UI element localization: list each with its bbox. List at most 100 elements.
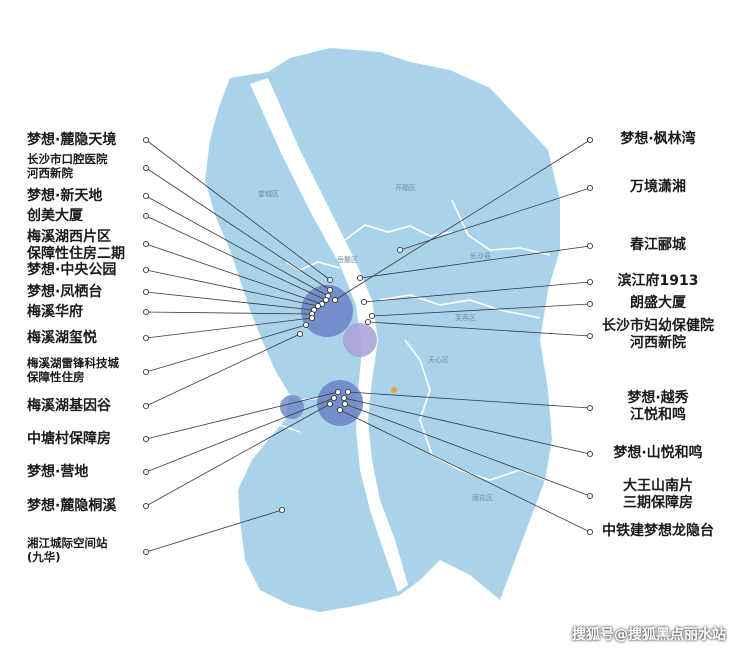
poi-anchor — [308, 314, 316, 322]
leader-line — [145, 269, 319, 307]
poi-label-line: 保障性住房二期 — [27, 245, 125, 262]
poi-label-line: 梦想·山悦和鸣 — [613, 445, 703, 461]
poi-pin — [142, 288, 150, 296]
leader-line — [145, 509, 283, 553]
left-poi-label: 梦想·营地 — [27, 464, 88, 481]
district-kaifu: 开福区 — [395, 183, 416, 192]
leader-line — [145, 167, 331, 291]
poi-label-line: 梦想·新天地 — [27, 187, 103, 204]
poi-anchor — [330, 394, 338, 402]
district-yuelu: 岳麓区 — [337, 255, 358, 264]
poi-anchor — [326, 276, 334, 284]
left-poi-label: 湘江城际空间站(九华) — [27, 536, 108, 565]
district-tianxin: 天心区 — [428, 356, 449, 364]
leader-line — [145, 333, 301, 407]
poi-anchor — [356, 274, 364, 282]
poi-label-line: 三期保障房 — [623, 494, 693, 511]
left-poi-label: 梦想·凤栖台 — [27, 284, 102, 301]
hub-dawangshan — [317, 380, 363, 426]
poi-anchor — [360, 298, 368, 306]
poi-pin — [586, 528, 594, 536]
poi-label-line: 春江郦城 — [630, 237, 686, 253]
poi-anchor — [344, 388, 352, 396]
leader-line — [371, 303, 591, 317]
leader-line — [145, 311, 313, 315]
poi-label-line: 河西新院 — [27, 165, 73, 180]
left-poi-label: 梅溪湖雷锋科技城保障性住房 — [27, 356, 119, 385]
poi-pin — [142, 435, 150, 443]
xiangjiang-river — [250, 78, 408, 592]
poi-pin — [142, 192, 150, 200]
leader-line — [145, 291, 315, 311]
district-boundaries — [251, 199, 551, 481]
poi-label-line: 中铁建梦想龙隐台 — [602, 523, 714, 539]
leader-line — [339, 409, 591, 533]
poi-anchor — [322, 296, 330, 304]
poi-label-line: 梅溪湖基因谷 — [27, 397, 111, 414]
right-poi-label: 中铁建梦想龙隐台 — [596, 523, 720, 540]
poi-pin — [586, 242, 594, 250]
right-poi-label: 万境潇湘 — [596, 179, 720, 196]
leader-line — [145, 397, 335, 473]
left-poi-label: 梦想·麓隐桐溪 — [27, 498, 116, 515]
poi-anchor — [326, 286, 334, 294]
poi-label-line: 梅溪华府 — [27, 303, 83, 320]
poi-anchor — [314, 302, 322, 310]
poi-pin — [586, 278, 594, 286]
right-poi-label: 大王山南片三期保障房 — [596, 478, 720, 512]
poi-label-line: 河西新院 — [630, 334, 686, 351]
poi-label-line: 梦想·中央公园 — [27, 261, 117, 278]
poi-anchor — [368, 312, 376, 320]
poi-label-line: 保障性住房 — [27, 369, 85, 384]
poi-pin — [142, 502, 150, 510]
poi-pin — [142, 240, 150, 248]
leader-line — [145, 215, 327, 301]
right-poi-label: 梦想·枫林湾 — [596, 131, 720, 148]
leader-line — [145, 403, 331, 507]
leader-line — [343, 397, 591, 455]
watermark: 搜狐号@搜狐黑点丽水站 — [572, 627, 726, 643]
district-changsha-county: 长沙县 — [470, 251, 491, 260]
poi-label-line: 梦想·枫林湾 — [620, 131, 696, 147]
hub-meixi-lake — [301, 285, 353, 337]
poi-pin — [586, 300, 594, 308]
land-mass — [205, 48, 560, 612]
poi-pin — [586, 136, 594, 144]
poi-pin — [586, 450, 594, 458]
poi-anchor — [296, 330, 304, 338]
poi-pin — [142, 266, 150, 274]
poi-label-line: 创美大厦 — [27, 207, 83, 224]
poi-anchor — [278, 506, 286, 514]
poi-pin — [142, 368, 150, 376]
left-poi-label: 中塘村保障房 — [27, 431, 111, 448]
leader-line — [145, 317, 313, 339]
poi-pin — [142, 164, 150, 172]
poi-anchor — [336, 406, 344, 414]
poi-label-line: 梦想·营地 — [27, 463, 89, 480]
poi-pin — [142, 308, 150, 316]
poi-label-line: 梦想·凤栖台 — [27, 283, 103, 300]
poi-label-line: 梦想·麓隐天境 — [27, 131, 117, 148]
leader-line — [145, 195, 329, 297]
left-poi-label: 梅溪湖基因谷 — [27, 398, 111, 415]
leader-line — [145, 243, 323, 305]
hub-meixi-lake-secondary — [343, 323, 377, 357]
poi-pin — [586, 492, 594, 500]
leader-line — [145, 391, 339, 440]
poi-anchor — [326, 400, 334, 408]
district-yuhua: 雨花区 — [472, 493, 493, 502]
poi-label-line: 长沙市妇幼保健院 — [602, 318, 714, 334]
poi-label-line: 滨江府1913 — [617, 273, 699, 289]
poi-label-line: 中塘村保障房 — [27, 430, 111, 447]
left-poi-label: 梅溪湖西片区保障性住房二期 — [27, 229, 125, 263]
poi-pin — [142, 136, 150, 144]
left-poi-label: 梦想·中央公园 — [27, 262, 116, 279]
poi-label-line: 朗盛大厦 — [630, 295, 686, 311]
poi-pin — [142, 402, 150, 410]
poi-anchor — [302, 321, 310, 329]
poi-label-line: 江悦和鸣 — [630, 406, 686, 423]
left-poi-label: 梅溪湖玺悦 — [27, 330, 97, 347]
leader-line — [145, 139, 331, 281]
right-poi-label: 梦想·山悦和鸣 — [596, 445, 720, 462]
